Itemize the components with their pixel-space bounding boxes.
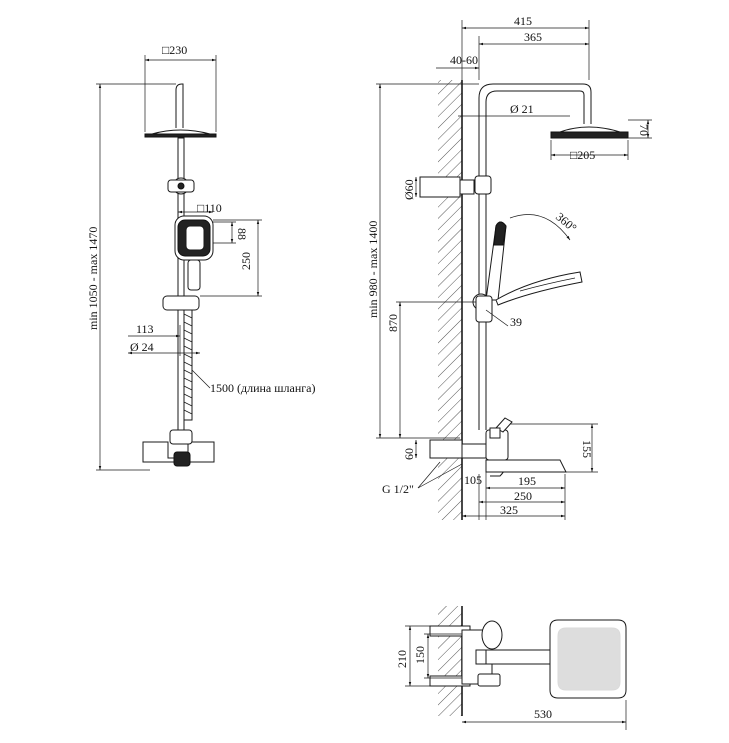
diverter-side <box>419 176 461 198</box>
label-plan-530: 530 <box>534 707 552 721</box>
label-spout-195: 195 <box>518 474 536 488</box>
label-head-front: □230 <box>162 43 187 57</box>
label-plan-210: 210 <box>395 650 409 668</box>
plan-view: 210 150 530 <box>395 606 627 730</box>
label-rosette: Ø60 <box>402 179 416 200</box>
handle-plan <box>481 620 503 650</box>
shower-head-plan <box>549 619 627 699</box>
label-hose: 1500 (длина шланга) <box>210 381 315 395</box>
label-head-thick: 70 <box>637 124 651 136</box>
slider-side <box>475 295 493 323</box>
hand-shower-front <box>174 215 214 291</box>
mixer-side <box>429 417 567 477</box>
label-hand-depth: 88 <box>235 228 249 240</box>
label-spout-250: 250 <box>514 489 532 503</box>
label-total-height: min 1050 - max 1470 <box>86 227 100 330</box>
wall-plan <box>438 606 462 716</box>
hose <box>183 309 193 421</box>
label-mixer-60: 60 <box>402 448 416 460</box>
front-view: □230 □110 88 <box>86 43 315 471</box>
label-angle-39: 39 <box>510 315 522 329</box>
label-hand-width: □110 <box>197 201 222 215</box>
label-pipe-diam: Ø 21 <box>510 102 534 116</box>
slider-holder <box>162 295 200 311</box>
side-view: 415 365 40-60 Ø 21 70 □205 Ø60 360° <box>366 14 652 520</box>
label-side-height: min 980 - max 1400 <box>366 221 380 318</box>
label-rotation: 360° <box>553 210 580 236</box>
label-slider-height: 870 <box>386 314 400 332</box>
label-mixer-155: 155 <box>580 440 594 458</box>
label-hand-height: 250 <box>239 252 253 270</box>
shower-head-side <box>550 131 629 139</box>
label-bar-offset: 113 <box>136 322 154 336</box>
label-head-side: □205 <box>570 148 595 162</box>
shower-head-front <box>144 133 217 138</box>
label-spout-105: 105 <box>464 473 482 487</box>
label-top-415: 415 <box>514 14 532 28</box>
mixer-front <box>142 429 215 467</box>
label-thread: G 1/2" <box>382 482 414 496</box>
label-plan-150: 150 <box>413 646 427 664</box>
label-bar-diam: Ø 24 <box>130 340 154 354</box>
label-top-365: 365 <box>524 30 542 44</box>
label-wall-gap: 40-60 <box>450 53 478 67</box>
label-spout-325: 325 <box>500 503 518 517</box>
